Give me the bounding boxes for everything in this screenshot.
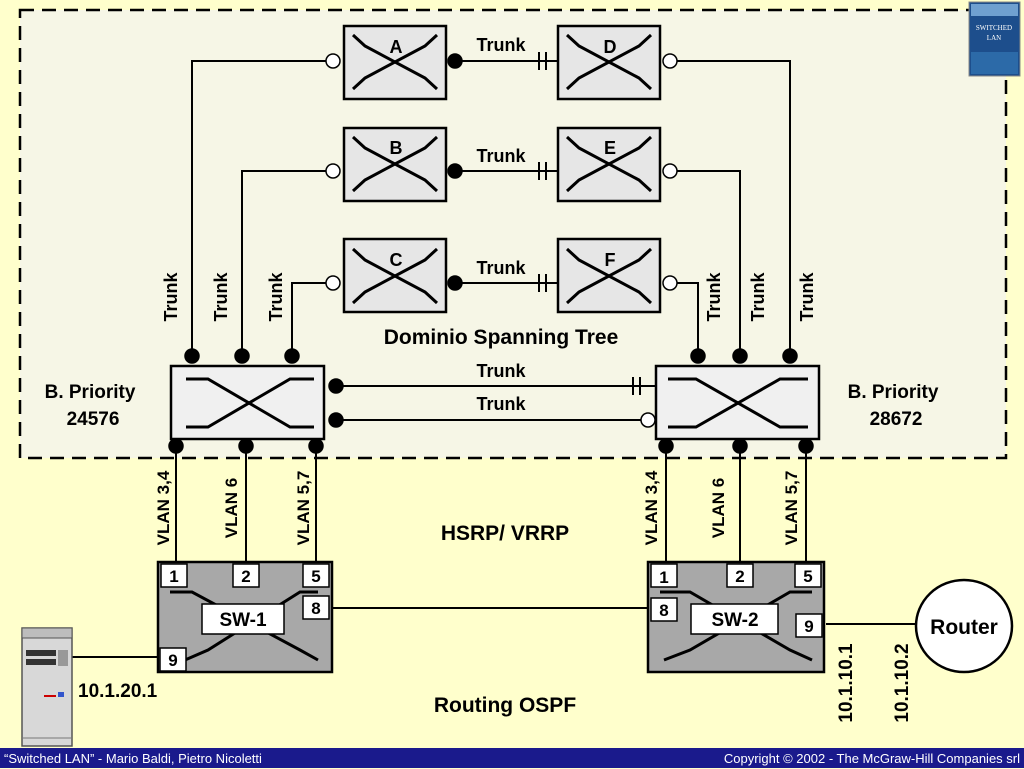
sw1-port-5: 5 (311, 567, 320, 586)
switch-a-label: A (390, 37, 403, 57)
trunk-label-core-2: Trunk (476, 394, 526, 414)
vlan-label-right-34: VLAN 3,4 (642, 470, 661, 545)
trunk-label-right-1: Trunk (704, 272, 724, 322)
footer-left-text: “Switched LAN” - Mario Baldi, Pietro Nic… (4, 751, 262, 766)
switch-d: D (556, 24, 662, 101)
right-priority-value: 28672 (870, 409, 923, 430)
left-priority-value: 24576 (67, 409, 120, 430)
sw2-name: SW-2 (711, 610, 758, 631)
sw2-port-9: 9 (804, 617, 813, 636)
vlan-label-right-6: VLAN 6 (709, 478, 728, 538)
switch-b: B (342, 126, 448, 203)
server-host-icon (21, 627, 73, 747)
trunk-label-right-3: Trunk (797, 272, 817, 322)
sw2-ip-label: 10.1.10.1 (836, 643, 857, 723)
trunk-label-right-2: Trunk (748, 272, 768, 322)
sw1-port-8: 8 (311, 599, 320, 618)
sw2-port-5: 5 (803, 567, 812, 586)
switch-c-label: C (390, 250, 403, 270)
vlan-label-left-34: VLAN 3,4 (154, 470, 173, 545)
switch-a: A (342, 24, 448, 101)
switch-d-label: D (604, 37, 617, 57)
vlan-label-left-6: VLAN 6 (222, 478, 241, 538)
trunk-label-left-1: Trunk (161, 272, 181, 322)
sw1-port-1: 1 (169, 567, 178, 586)
sw2-port-2: 2 (735, 567, 744, 586)
sw2-port-8: 8 (659, 601, 668, 620)
footer-bar: “Switched LAN” - Mario Baldi, Pietro Nic… (0, 748, 1024, 768)
trunk-label-be: Trunk (476, 146, 526, 166)
switch-f: F (556, 237, 662, 314)
sw2-port-1: 1 (659, 568, 668, 587)
switch-e-label: E (604, 138, 616, 158)
sw1-port-2: 2 (241, 567, 250, 586)
trunk-label-cf: Trunk (476, 258, 526, 278)
switch-f-label: F (605, 250, 616, 270)
domain-label: Dominio Spanning Tree (384, 326, 619, 349)
router: Router (914, 578, 1014, 674)
book-cover-image: SWITCHED LAN (968, 1, 1021, 77)
sw1-port-9: 9 (168, 651, 177, 670)
footer-right-text: Copyright © 2002 - The McGraw-Hill Compa… (723, 751, 1020, 766)
svg-text:SWITCHED: SWITCHED (976, 24, 1012, 32)
host-ip-label: 10.1.20.1 (78, 681, 158, 702)
switch-b-label: B (390, 138, 403, 158)
right-priority-title: B. Priority (848, 382, 939, 403)
router-label: Router (930, 616, 998, 639)
sw1-switch: SW-1 1 2 5 8 9 (156, 560, 334, 674)
left-priority-title: B. Priority (45, 382, 136, 403)
routing-label: Routing OSPF (434, 694, 576, 717)
core-switch-left (169, 364, 326, 441)
trunk-label-left-2: Trunk (211, 272, 231, 322)
hsrp-label: HSRP/ VRRP (441, 522, 569, 545)
vlan-label-left-57: VLAN 5,7 (294, 471, 313, 546)
switch-c: C (342, 237, 448, 314)
trunk-label-left-3: Trunk (266, 272, 286, 322)
vlan-label-right-57: VLAN 5,7 (782, 471, 801, 546)
trunk-label-core-1: Trunk (476, 361, 526, 381)
sw1-name: SW-1 (219, 610, 267, 631)
router-ip-label: 10.1.10.2 (892, 643, 913, 722)
svg-text:LAN: LAN (987, 34, 1001, 42)
core-switch-right (654, 364, 821, 441)
sw2-switch: SW-2 1 2 5 8 9 (646, 560, 826, 674)
trunk-label-ad: Trunk (476, 35, 526, 55)
switch-e: E (556, 126, 662, 203)
